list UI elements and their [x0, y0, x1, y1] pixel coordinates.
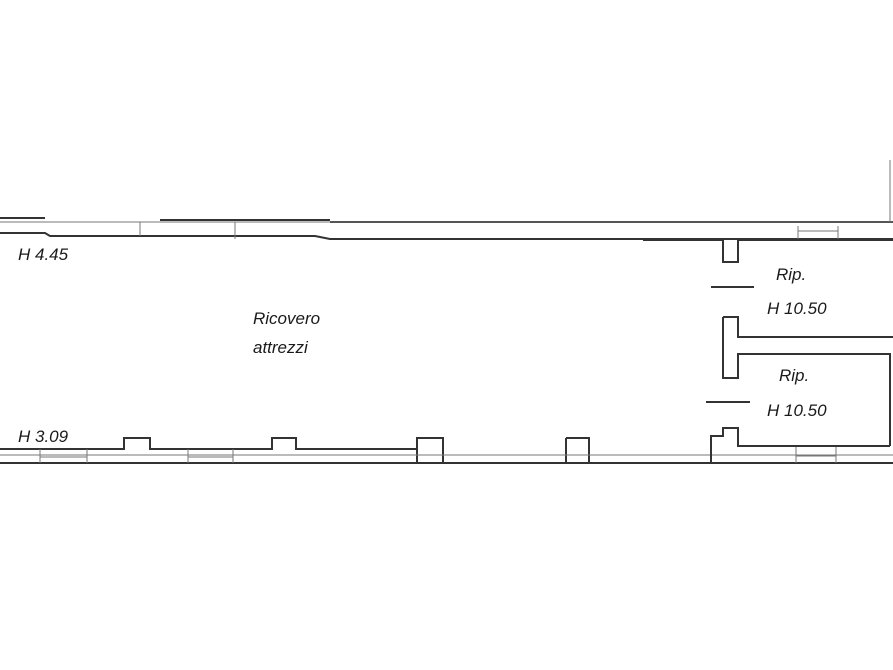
storage-room-2-height: H 10.50 — [767, 401, 827, 420]
storage-room-2-name: Rip. — [779, 366, 810, 385]
height-label-top: H 4.45 — [18, 245, 69, 264]
room-name-line1: Ricovero — [253, 309, 321, 328]
top-wall — [0, 160, 893, 240]
storage-partitions — [643, 239, 893, 446]
height-label-bottom: H 3.09 — [18, 427, 69, 446]
storage-room-1-height: H 10.50 — [767, 299, 827, 318]
bottom-wall — [0, 427, 893, 464]
room-name-line2: attrezzi — [253, 338, 308, 357]
storage-room-1-name: Rip. — [776, 265, 807, 284]
